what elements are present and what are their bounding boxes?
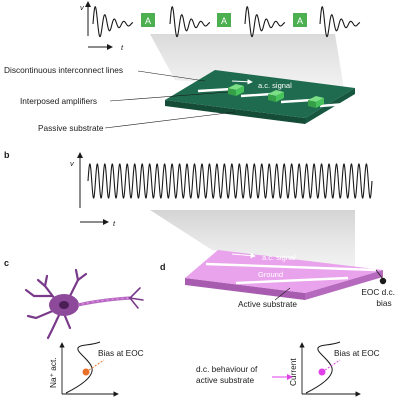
eoc-bias-terminal [379,277,387,285]
ac-signal-label-a: a.c. signal [258,81,292,90]
amplifier-box-3: A [293,13,307,27]
label-passive-substrate: Passive substrate [38,123,104,133]
top-y-axis-label: v [80,3,85,12]
active-substrate-side [185,278,305,300]
svg-text:A: A [221,16,227,26]
dc-behaviour-label-1: d.c. behaviour of [196,364,258,374]
ac-signal-label-d: a.c. signal [262,253,296,262]
label-interposed-amplifiers: Interposed amplifiers [20,96,97,106]
leader-passive-substrate [104,111,236,129]
leader-interposed-amplifiers [109,91,229,102]
active-substrate-side-right [305,270,383,300]
panel-label-c: c [4,258,9,268]
c-s-curve [65,341,101,394]
ac-signal-arrow-d [231,252,256,259]
d-y-axis-label: Current [288,358,298,386]
b-y-axis-label: v [70,159,75,168]
interposed-amplifier-1 [228,84,244,96]
ground-label: Ground [258,270,283,279]
continuous-wave [87,163,373,199]
active-substrate-label: Active substrate [238,299,297,309]
leader-discontinuous-lines [137,70,206,82]
interposed-amplifier-2 [268,90,284,102]
interconnect-line-1 [197,87,233,93]
svg-text:A: A [145,16,151,26]
interposed-amplifier-3 [308,96,324,108]
label-discontinuous-lines: Discontinuous interconnect lines [4,65,123,75]
b-x-axis-label: t [113,219,116,228]
projection-beam-b [150,210,355,272]
dc-behaviour-label-2: active substrate [196,375,254,385]
neuron-illustration [24,268,144,340]
leader-active-substrate [274,287,291,301]
d-bias-pointer [324,359,341,371]
eoc-bias-label-1: EOC d.c. [361,287,395,297]
signal-line-d [205,262,377,272]
c-y-axis-label: Na⁺ act. [48,357,58,388]
decaying-wave-3 [244,6,286,38]
interconnect-line-3 [280,98,313,104]
interconnect-line-4 [319,102,347,108]
eoc-bias-wire [375,269,384,280]
d-bias-label: Bias at EOC [334,348,380,358]
c-bias-pointer [88,359,105,371]
d-s-curve [305,341,341,394]
d-bias-point [318,368,326,376]
decaying-wave-1 [92,6,134,38]
amplifier-box-1: A [141,13,155,27]
panel-label-d: d [160,262,166,272]
svg-text:A: A [297,16,303,26]
decaying-wave-4 [319,6,361,38]
decaying-wave-2 [169,6,211,38]
amplifier-box-2: A [217,13,231,27]
c-bias-label: Bias at EOC [98,348,144,358]
c-bias-point [82,368,90,376]
ground-line-d [235,276,349,285]
interconnect-line-2 [240,92,273,98]
top-x-axis-label: t [121,43,124,52]
active-substrate-top [185,250,383,293]
eoc-bias-label-2: bias [376,298,391,308]
panel-label-b: b [4,150,10,160]
ac-signal-arrow-a [231,79,253,85]
